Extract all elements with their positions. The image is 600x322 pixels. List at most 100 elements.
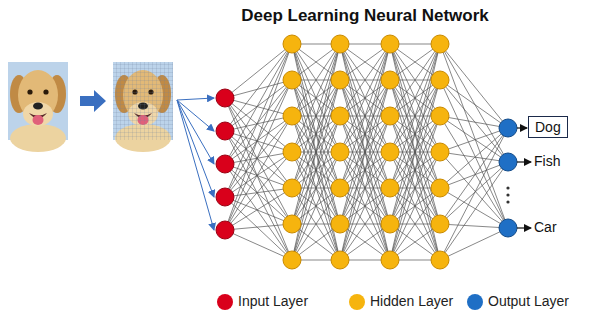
- link-line: [440, 162, 508, 188]
- neuron: [431, 107, 449, 125]
- link-line: [292, 152, 340, 260]
- link-line: [225, 44, 292, 230]
- legend-label: Input Layer: [238, 293, 308, 309]
- link-line: [225, 197, 292, 224]
- link-line: [440, 152, 508, 162]
- link-line: [440, 128, 508, 224]
- link-line: [225, 224, 292, 230]
- link-line: [440, 116, 508, 128]
- link-line: [225, 44, 292, 131]
- link-line: [225, 152, 292, 197]
- link-line: [225, 131, 292, 224]
- class-label: Dog: [535, 119, 561, 135]
- link-line: [225, 230, 292, 260]
- link-line: [390, 152, 440, 260]
- link-line: [225, 197, 292, 260]
- link-line: [340, 80, 390, 260]
- neuron: [381, 251, 399, 269]
- link-line: [292, 44, 340, 224]
- transform-arrow: [80, 90, 106, 112]
- link-line: [440, 152, 508, 228]
- legend-swatch: [217, 294, 233, 310]
- link-line: [390, 44, 440, 152]
- link-line: [292, 152, 340, 260]
- link-line: [225, 152, 292, 230]
- neuron: [381, 143, 399, 161]
- link-line: [390, 44, 440, 224]
- dog-photo: [8, 62, 68, 152]
- link-line: [440, 116, 508, 162]
- link-line: [390, 80, 440, 260]
- link-line: [340, 80, 390, 260]
- neuron: [283, 143, 301, 161]
- neuron: [331, 143, 349, 161]
- link-line: [440, 44, 508, 128]
- link-line: [292, 44, 340, 152]
- link-line: [390, 152, 440, 260]
- neuron: [216, 221, 234, 239]
- link-line: [225, 131, 292, 260]
- link-line: [225, 188, 292, 197]
- link-line: [225, 44, 292, 164]
- ellipsis-dot: [506, 193, 509, 196]
- link-line: [390, 80, 440, 260]
- output-arrows: [517, 128, 531, 228]
- neuron: [331, 107, 349, 125]
- neuron: [283, 71, 301, 89]
- link-line: [440, 128, 508, 188]
- link-line: [225, 44, 292, 197]
- link-line: [225, 131, 292, 152]
- neuron: [381, 71, 399, 89]
- legend-swatch: [349, 294, 365, 310]
- neuron: [331, 215, 349, 233]
- link-line: [340, 44, 390, 152]
- neuron: [216, 155, 234, 173]
- legend-swatch: [467, 294, 483, 310]
- link-line: [440, 162, 508, 224]
- neuron: [431, 143, 449, 161]
- legend-label: Output Layer: [488, 293, 569, 309]
- neuron: [499, 119, 517, 137]
- neuron: [331, 71, 349, 89]
- link-line: [225, 116, 292, 230]
- link-line: [340, 152, 390, 260]
- link-line: [225, 80, 292, 230]
- link-line: [225, 80, 292, 164]
- link-line: [225, 152, 292, 164]
- class-label: Fish: [534, 153, 560, 169]
- input-arrow: [177, 100, 214, 197]
- output-arrow: [517, 161, 531, 162]
- neuron: [431, 179, 449, 197]
- link-line: [440, 228, 508, 260]
- legend-label: Hidden Layer: [370, 293, 453, 309]
- neuron: [499, 153, 517, 171]
- neuron: [431, 71, 449, 89]
- link-line: [340, 152, 390, 260]
- input-arrows: [177, 98, 214, 230]
- link-line: [440, 224, 508, 228]
- network-neurons: [216, 35, 517, 269]
- link-line: [225, 98, 292, 116]
- input-arrow: [177, 98, 214, 100]
- neuron: [381, 35, 399, 53]
- neuron: [431, 35, 449, 53]
- link-line: [390, 44, 440, 224]
- link-line: [292, 44, 340, 152]
- neuron: [499, 219, 517, 237]
- neuron: [283, 215, 301, 233]
- diagram-title: Deep Learning Neural Network: [200, 6, 530, 26]
- neuron: [283, 107, 301, 125]
- input-arrow: [177, 100, 214, 164]
- neuron: [283, 251, 301, 269]
- link-line: [340, 44, 390, 152]
- link-line: [292, 80, 340, 260]
- link-line: [225, 98, 292, 224]
- ellipsis-dot: [506, 186, 509, 189]
- link-line: [225, 116, 292, 197]
- neuron: [216, 89, 234, 107]
- neuron: [431, 215, 449, 233]
- link-line: [225, 164, 292, 260]
- neuron: [283, 179, 301, 197]
